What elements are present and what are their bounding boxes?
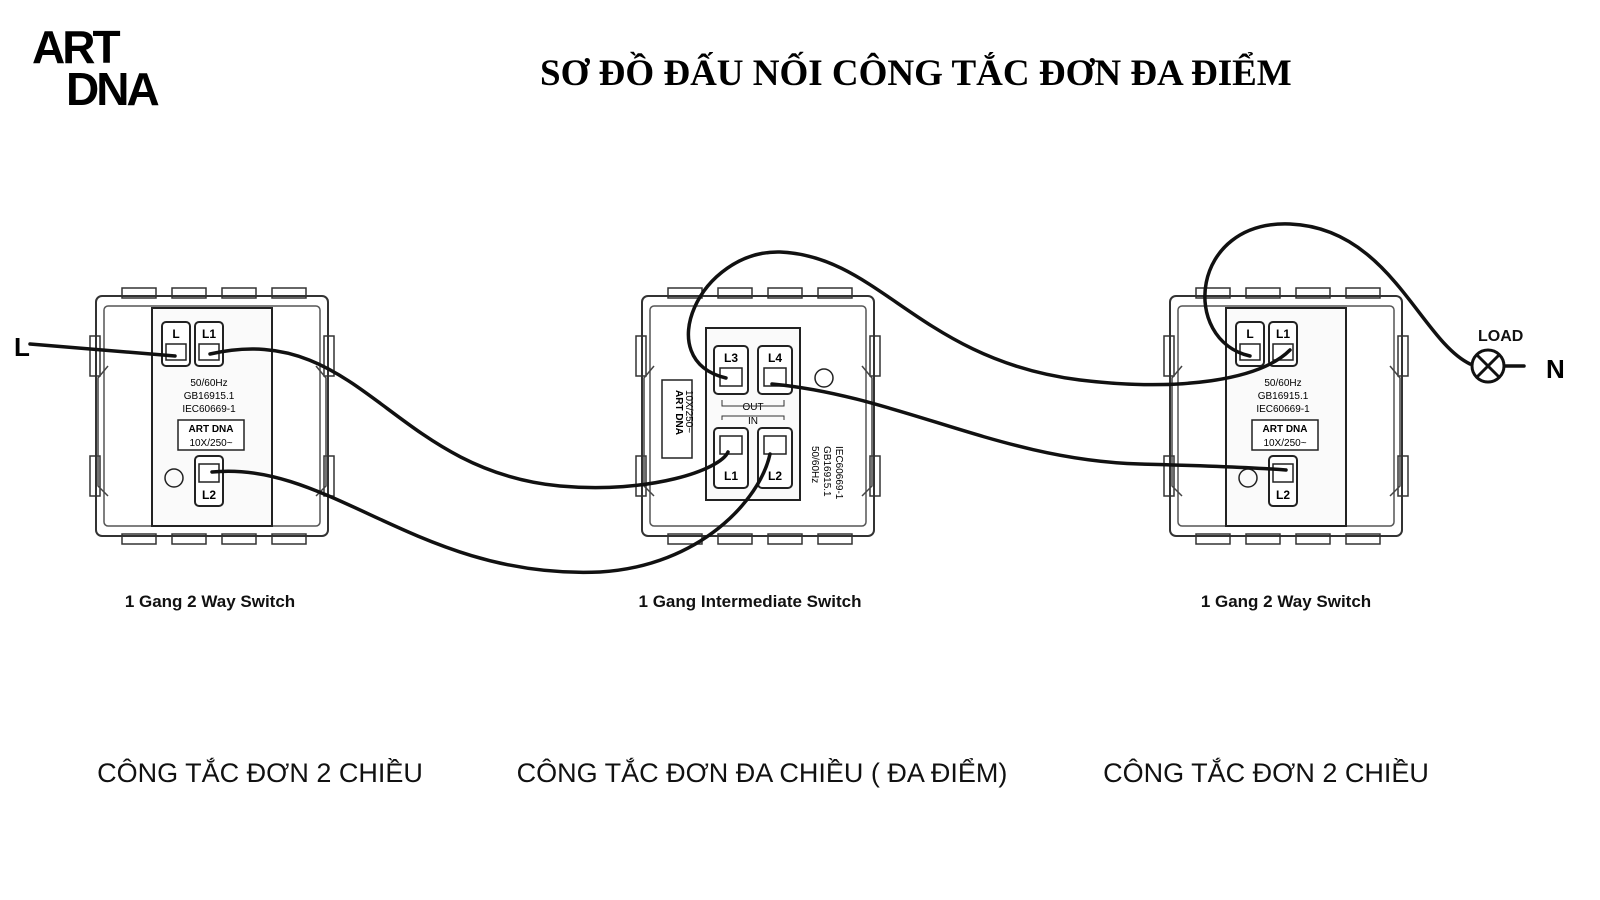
svg-text:L4: L4 — [768, 351, 782, 365]
svg-text:OUT: OUT — [742, 402, 763, 413]
switch-1-label: 1 Gang 2 Way Switch — [124, 592, 296, 611]
switch-1-2way: L L1 L2 50/60Hz GB16915.1 IEC60669-1 ART… — [89, 287, 335, 545]
svg-text:L1: L1 — [202, 327, 216, 341]
svg-text:L: L — [1246, 327, 1253, 341]
wire-live-in — [28, 342, 177, 358]
svg-text:L2: L2 — [768, 469, 782, 483]
artdna-logo: ART DNA — [32, 21, 160, 115]
switch-1-caption: CÔNG TẮC ĐƠN 2 CHIỀU — [97, 758, 423, 788]
svg-text:50/60Hz: 50/60Hz — [190, 378, 227, 389]
svg-text:10X/250~: 10X/250~ — [683, 390, 694, 433]
svg-text:GB16915.1: GB16915.1 — [1258, 391, 1309, 402]
wire-s2-l3-to-s3-l1 — [686, 250, 1292, 387]
switch-2-intermediate: L3 L4 L1 L2 OUT IN ART DNA 10X/250~ 50/6… — [635, 287, 881, 545]
terminal-l2 — [194, 455, 224, 507]
terminal-l2 — [757, 427, 793, 489]
switch-2-label: 1 Gang Intermediate Switch — [638, 592, 862, 611]
svg-text:50/60Hz: 50/60Hz — [1264, 378, 1301, 389]
switch-3-caption: CÔNG TẮC ĐƠN 2 CHIỀU — [1103, 758, 1429, 788]
live-label: L — [14, 332, 30, 362]
svg-text:L2: L2 — [202, 488, 216, 502]
svg-text:IEC60669-1: IEC60669-1 — [833, 446, 844, 500]
switch-3-2way: L L1 L2 50/60Hz GB16915.1 IEC60669-1 ART… — [1163, 287, 1409, 545]
svg-text:ART DNA: ART DNA — [673, 390, 684, 435]
wire-s3-l-to-load — [1203, 222, 1472, 366]
svg-text:ART DNA: ART DNA — [1263, 424, 1308, 435]
svg-text:IEC60669-1: IEC60669-1 — [182, 404, 236, 415]
svg-text:IN: IN — [748, 416, 758, 427]
svg-text:L2: L2 — [1276, 488, 1290, 502]
terminal-l4 — [757, 345, 793, 395]
switch-2-caption: CÔNG TẮC ĐƠN ĐA CHIỀU ( ĐA ĐIỂM) — [516, 758, 1008, 788]
wire-s2-l4-to-s3-l2 — [770, 382, 1288, 472]
terminal-l3 — [713, 345, 749, 395]
svg-text:10X/250~: 10X/250~ — [189, 438, 232, 449]
indicator-icon — [164, 468, 184, 488]
indicator-icon — [814, 368, 834, 388]
svg-text:L: L — [172, 327, 179, 341]
svg-text:50/60Hz: 50/60Hz — [809, 446, 820, 483]
svg-text:L1: L1 — [1276, 327, 1290, 341]
wires — [28, 222, 1526, 575]
svg-text:IEC60669-1: IEC60669-1 — [1256, 404, 1310, 415]
svg-text:GB16915.1: GB16915.1 — [184, 391, 235, 402]
svg-text:L3: L3 — [724, 351, 738, 365]
neutral-label: N — [1546, 354, 1565, 384]
svg-text:10X/250~: 10X/250~ — [1263, 438, 1306, 449]
svg-text:ART DNA: ART DNA — [189, 424, 234, 435]
load-lamp-icon — [1470, 348, 1506, 384]
svg-text:GB16915.1: GB16915.1 — [821, 446, 832, 497]
wire-s1-l2-to-s2-l2 — [210, 452, 772, 575]
wire-s1-l1-to-s2-l1 — [208, 347, 730, 490]
switch-3-label: 1 Gang 2 Way Switch — [1200, 592, 1372, 611]
page-title: SƠ ĐỒ ĐẤU NỐI CÔNG TẮC ĐƠN ĐA ĐIỂM — [540, 53, 1292, 94]
terminal-l1 — [713, 427, 749, 489]
svg-text:L1: L1 — [724, 469, 738, 483]
load-label: LOAD — [1478, 328, 1524, 345]
